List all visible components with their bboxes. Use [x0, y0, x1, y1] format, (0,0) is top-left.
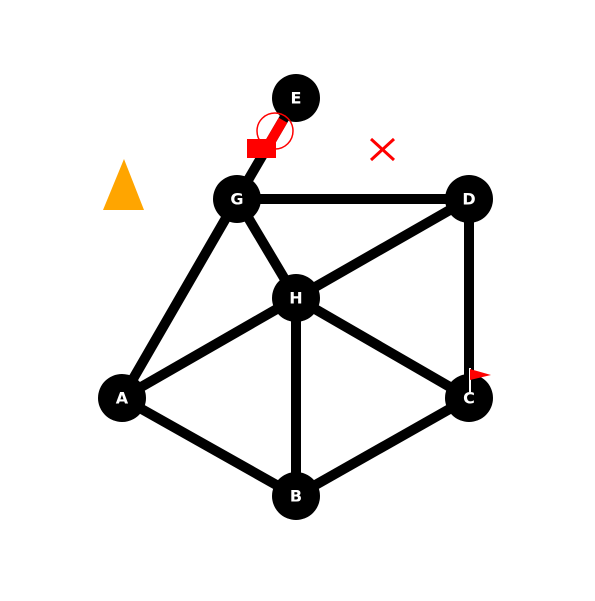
node-circle: [445, 374, 493, 422]
red-cross-marker: [369, 137, 396, 162]
node-label: D: [462, 190, 475, 209]
node-label: E: [291, 89, 302, 108]
red-flag-marker: [469, 368, 491, 392]
node-circle: [213, 175, 261, 223]
node-g: G: [213, 175, 261, 223]
edge-b-c: [293, 393, 472, 501]
node-e: E: [272, 74, 320, 122]
node-label: B: [290, 487, 302, 506]
markers-layer: [103, 112, 491, 392]
edge-g-a: [117, 196, 242, 401]
nodes-layer: A B C D E G H: [98, 74, 493, 520]
node-label: C: [463, 389, 475, 408]
edge-h-c: [293, 293, 472, 403]
edges-layer: [117, 95, 474, 501]
node-label: A: [116, 389, 129, 408]
node-label: H: [289, 289, 302, 308]
node-circle: [272, 472, 320, 520]
node-circle: [272, 74, 320, 122]
node-h: H: [272, 274, 320, 322]
node-label: G: [230, 190, 243, 209]
edge-a-b: [119, 393, 299, 501]
edge-d-h: [293, 194, 472, 303]
red-square-marker: [247, 139, 276, 158]
node-a: A: [98, 374, 146, 422]
node-circle: [98, 374, 146, 422]
node-b: B: [272, 472, 320, 520]
orange-triangle-marker: [103, 159, 144, 210]
node-d: D: [445, 175, 493, 223]
node-circle: [445, 175, 493, 223]
edge-h-a: [119, 293, 299, 403]
node-circle: [272, 274, 320, 322]
node-c: C: [445, 374, 493, 422]
